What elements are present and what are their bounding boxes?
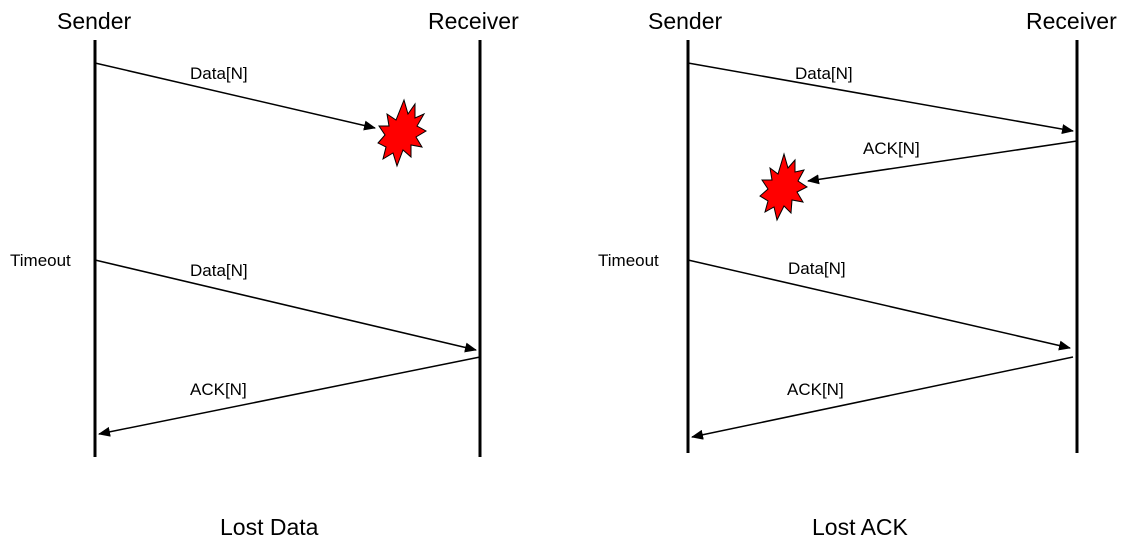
explosion-icon bbox=[377, 98, 427, 168]
message-arrow-data bbox=[687, 259, 1071, 351]
sender-label: Sender bbox=[648, 8, 723, 34]
message-label: Data[N] bbox=[190, 261, 248, 280]
receiver-label: Receiver bbox=[1026, 8, 1117, 34]
timeout-label: Timeout bbox=[598, 251, 659, 270]
message-label: ACK[N] bbox=[190, 380, 247, 399]
message-arrow-lost-ack bbox=[807, 140, 1078, 185]
message-label: Data[N] bbox=[795, 64, 853, 83]
diagram-caption: Lost ACK bbox=[812, 514, 909, 540]
message-arrow-ack bbox=[691, 356, 1074, 440]
message-arrow-data bbox=[94, 259, 477, 353]
message-label: ACK[N] bbox=[863, 139, 920, 158]
message-label: ACK[N] bbox=[787, 380, 844, 399]
explosion-icon bbox=[759, 152, 808, 222]
diagram-lost-ack: Sender Receiver Data[N] ACK[N] Timeout D… bbox=[598, 8, 1117, 540]
receiver-label: Receiver bbox=[428, 8, 519, 34]
message-arrow-lost-data bbox=[94, 62, 376, 131]
message-label: Data[N] bbox=[788, 259, 846, 278]
diagram-caption: Lost Data bbox=[220, 514, 319, 540]
sender-label: Sender bbox=[57, 8, 132, 34]
message-arrow-data bbox=[687, 62, 1074, 135]
message-label: Data[N] bbox=[190, 64, 248, 83]
timeout-label: Timeout bbox=[10, 251, 71, 270]
message-arrow-ack bbox=[98, 356, 481, 437]
diagram-lost-data: Sender Receiver Data[N] Timeout Data[N] … bbox=[10, 8, 519, 540]
